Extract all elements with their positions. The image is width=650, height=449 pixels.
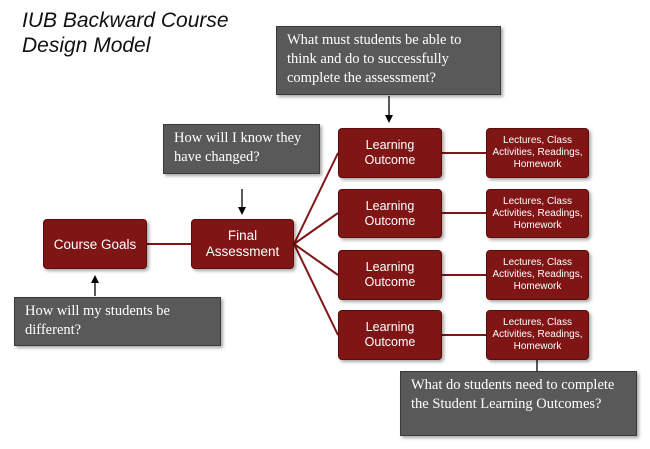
learning-outcome-node: Learning Outcome [338,250,442,300]
activities-label: Lectures, Class Activities, Readings, Ho… [492,317,583,352]
course-goals-label: Course Goals [53,236,137,252]
connector-final-outcome-4 [293,243,339,336]
question-box-assessment: How will I know they have changed? [163,124,320,174]
activities-label: Lectures, Class Activities, Readings, Ho… [492,135,583,170]
question-box-outcomes: What must students be able to think and … [276,26,501,95]
connector-final-outcome-1 [293,152,339,245]
question-box-activities: What do students need to complete the St… [400,371,637,436]
activities-label: Lectures, Class Activities, Readings, Ho… [492,257,583,292]
learning-outcome-node: Learning Outcome [338,310,442,360]
final-assessment-node: Final Assessment [191,219,294,269]
question-assessment-text: How will I know they have changed? [174,130,302,165]
learning-outcome-label: Learning Outcome [364,260,416,289]
activities-node: Lectures, Class Activities, Readings, Ho… [486,250,589,300]
activities-node: Lectures, Class Activities, Readings, Ho… [486,128,589,178]
connector-final-outcome-2 [293,212,339,245]
course-goals-node: Course Goals [43,219,147,269]
learning-outcome-label: Learning Outcome [364,138,416,167]
activities-label: Lectures, Class Activities, Readings, Ho… [492,195,583,231]
diagram-title: IUB Backward Course Design Model [22,9,229,57]
final-assessment-label: Final Assessment [205,228,280,259]
question-goals-text: How will my students be different? [25,303,170,338]
question-box-goals: How will my students be different? [14,297,221,346]
question-activities-text: What do students need to complete the St… [411,377,615,412]
connector-final-outcome-3 [293,243,339,276]
activities-node: Lectures, Class Activities, Readings, Ho… [486,310,589,360]
learning-outcome-label: Learning Outcome [364,320,416,349]
learning-outcome-node: Learning Outcome [338,128,442,178]
learning-outcome-node: Learning Outcome [338,189,442,238]
question-outcomes-text: What must students be able to think and … [287,32,462,86]
activities-node: Lectures, Class Activities, Readings, Ho… [486,189,589,238]
learning-outcome-label: Learning Outcome [364,198,416,228]
